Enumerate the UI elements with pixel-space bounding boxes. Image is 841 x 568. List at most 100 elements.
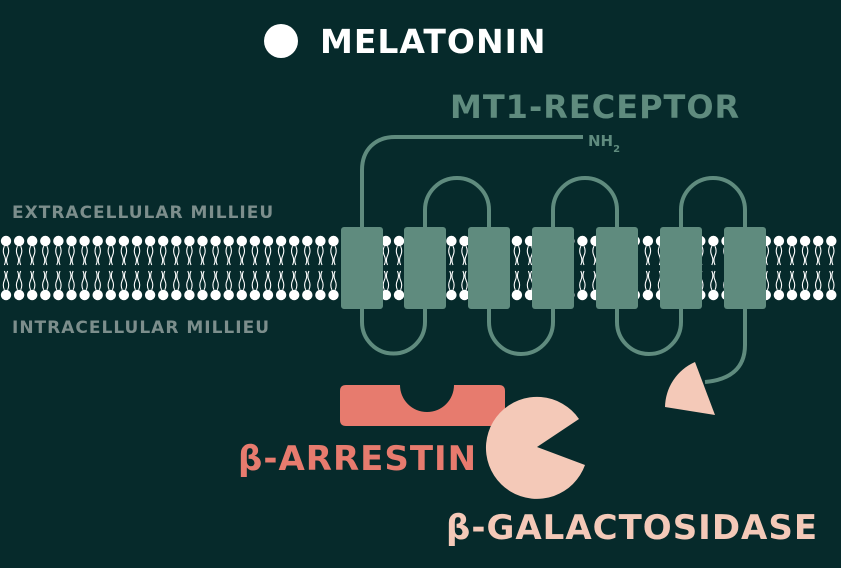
lipid-head-inner [158, 289, 169, 301]
lipid-tail-outer [818, 245, 822, 266]
tm-helix-6 [660, 227, 702, 309]
lipid-tail-inner [713, 270, 717, 291]
lipid-tail-inner [120, 270, 124, 291]
lipid-head-outer [393, 235, 405, 247]
lipid-tail-outer [254, 245, 259, 266]
lipid-tail-inner [281, 270, 285, 291]
lipid-tail-inner [395, 270, 400, 291]
lipid-tail-inner [267, 270, 272, 291]
lipid-tail-outer [58, 245, 62, 266]
lipid-tail-outer [647, 245, 652, 266]
lipid-tail-outer [212, 245, 216, 266]
lipid-head-outer [210, 235, 221, 247]
lipid-head-inner [826, 289, 837, 301]
lipid-tail-inner [202, 270, 206, 291]
lipid-tail-outer [805, 245, 809, 266]
lipid-head-inner [66, 289, 77, 301]
lipid-tail-inner [97, 270, 101, 291]
lipid-tail-outer [448, 245, 452, 266]
lipid-tail-outer [317, 245, 321, 266]
lipid-tail-inner [123, 270, 128, 291]
lipid-tail-inner [32, 270, 36, 291]
arrestin-shape [340, 385, 505, 426]
lipid-head-inner [262, 289, 274, 301]
lipid-tail-inner [461, 270, 465, 291]
lipid-head-inner [197, 289, 208, 301]
lipid-tail-outer [159, 245, 164, 266]
lipid-head-inner [773, 289, 785, 301]
intracellular-loop-2 [487, 305, 555, 356]
lipid-tail-outer [277, 245, 282, 266]
lipid-tail-outer [382, 245, 386, 266]
lipid-tail-outer [330, 245, 334, 266]
lipid-head-outer [799, 235, 811, 247]
extracellular-label: EXTRACELLULAR MILLIEU [12, 203, 274, 223]
lipid-head-inner [0, 289, 12, 301]
lipid-tail-outer [582, 245, 586, 266]
lipid-tail-inner [294, 270, 298, 291]
lipid-tail-outer [526, 245, 531, 266]
lipid-head-outer [171, 235, 182, 247]
lipid-tail-inner [5, 270, 10, 291]
lipid-tail-inner [788, 270, 793, 291]
lipid-tail-outer [163, 245, 167, 266]
lipid-head-outer [642, 235, 654, 247]
lipid-head-inner [79, 289, 90, 301]
lipid-tail-outer [801, 245, 806, 266]
lipid-tail-inner [45, 270, 49, 291]
lipid-tail-inner [55, 270, 59, 291]
lipid-tail-outer [107, 245, 111, 266]
lipid-tail-outer [395, 245, 400, 266]
lipid-tail-outer [281, 245, 285, 266]
nh2-subscript: 2 [613, 144, 620, 155]
lipid-head-outer [708, 235, 719, 247]
lipid-tail-outer [644, 245, 648, 266]
lipid-tail-inner [516, 270, 521, 291]
melatonin-label: MELATONIN [320, 22, 546, 61]
lipid-tail-outer [68, 245, 72, 266]
lipid-head-outer [302, 235, 313, 247]
lipid-tail-inner [94, 270, 98, 291]
lipid-head-outer [773, 235, 785, 247]
lipid-head-inner [642, 289, 654, 301]
lipid-head-outer [786, 235, 798, 247]
lipid-tail-outer [713, 245, 717, 266]
lipid-head-inner [105, 289, 117, 301]
lipid-tail-inner [42, 270, 46, 291]
lipid-tail-inner [215, 270, 219, 291]
lipid-head-outer [813, 235, 824, 247]
lipid-head-outer [328, 235, 339, 247]
lipid-tail-inner [19, 270, 23, 291]
lipid-tail-inner [176, 270, 180, 291]
lipid-tail-outer [173, 245, 177, 266]
lipid-head-outer [144, 235, 156, 247]
lipid-head-outer [118, 235, 130, 247]
lipid-head-inner [40, 289, 51, 301]
lipid-tail-outer [814, 245, 819, 266]
lipid-tail-outer [304, 245, 308, 266]
extracellular-loop-2 [551, 176, 619, 230]
lipid-tail-inner [464, 270, 468, 291]
lipid-tail-outer [831, 245, 835, 266]
lipid-tail-inner [317, 270, 321, 291]
lipid-head-outer [826, 235, 837, 247]
lipid-head-outer [105, 235, 117, 247]
lipid-tail-inner [448, 270, 452, 291]
lipid-head-inner [708, 289, 719, 301]
nh2-main: NH [588, 132, 613, 150]
lipid-tail-outer [133, 245, 138, 266]
tm-helix-3 [468, 227, 510, 309]
lipid-tail-inner [189, 270, 193, 291]
lipid-head-inner [302, 289, 313, 301]
lipid-head-inner [223, 289, 234, 301]
lipid-tail-outer [94, 245, 98, 266]
lipid-head-inner [289, 289, 300, 301]
lipid-head-outer [223, 235, 234, 247]
lipid-tail-inner [330, 270, 334, 291]
lipid-head-inner [446, 289, 457, 301]
lipid-head-outer [275, 235, 287, 247]
extracellular-loop-3 [679, 176, 747, 230]
intracellular-loop-1 [360, 305, 427, 356]
lipid-head-inner [131, 289, 143, 301]
